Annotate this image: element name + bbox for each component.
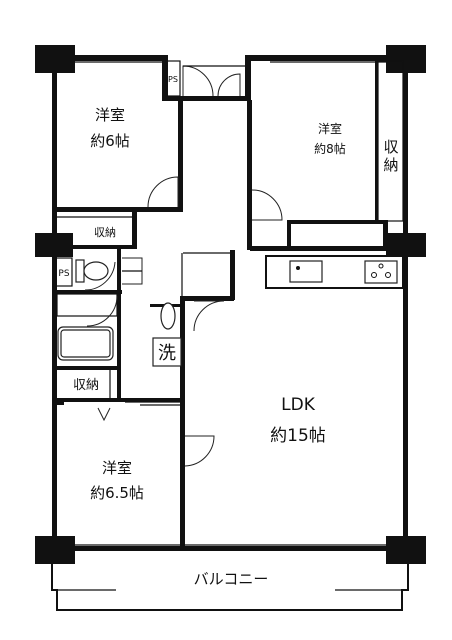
toilet-tank [75, 259, 85, 283]
closet-vertical-label-2: 納 [383, 156, 398, 174]
kitchen-counter [265, 255, 404, 289]
room-western-65: 洋室 約6.5帖 [90, 401, 180, 502]
western-6-name: 洋室 [95, 106, 125, 124]
closet-b-label: 収納 [73, 378, 99, 393]
toilet-bowl [83, 261, 109, 281]
western-6-size: 約6帖 [90, 132, 130, 150]
column-top-left [35, 45, 75, 73]
closet-b: 収納 [73, 370, 111, 398]
western-65-size: 約6.5帖 [90, 484, 144, 502]
western-8-name: 洋室 [318, 121, 342, 136]
toilet-area: PS [55, 257, 143, 291]
windows [55, 61, 405, 546]
column-mid-right [386, 233, 426, 257]
closet-a: 収納 [57, 216, 132, 239]
interior-walls [52, 55, 390, 550]
bathroom [56, 293, 118, 361]
washer-box [152, 337, 182, 367]
room-western-6: 洋室 約6帖 [90, 106, 179, 208]
ldk-size: 約15帖 [270, 426, 326, 446]
western-8-size: 約8帖 [314, 141, 346, 156]
closet-a-label: 収納 [94, 226, 116, 239]
wash-basin [160, 302, 176, 330]
washroom: 洗 [152, 253, 225, 367]
closet-vertical-label-1: 収 [383, 138, 398, 156]
ldk-name: LDK [281, 395, 316, 415]
western-65-name: 洋室 [102, 459, 132, 477]
column-bottom-right [386, 536, 426, 564]
ps-top: PS [165, 60, 245, 97]
washer-symbol: 洗 [158, 343, 176, 364]
sink [289, 260, 323, 283]
column-bottom-left [35, 536, 75, 564]
room-ldk: LDK 約15帖 [184, 395, 326, 467]
balcony-label: バルコニー [194, 570, 269, 588]
closet-vertical: 収 納 [377, 60, 404, 222]
ps-top-label: PS [168, 75, 178, 84]
balcony: バルコニー [51, 551, 409, 611]
room-western-8: 洋室 約8帖 [251, 121, 346, 221]
ps-left-label: PS [58, 269, 69, 279]
column-top-right [386, 45, 426, 73]
